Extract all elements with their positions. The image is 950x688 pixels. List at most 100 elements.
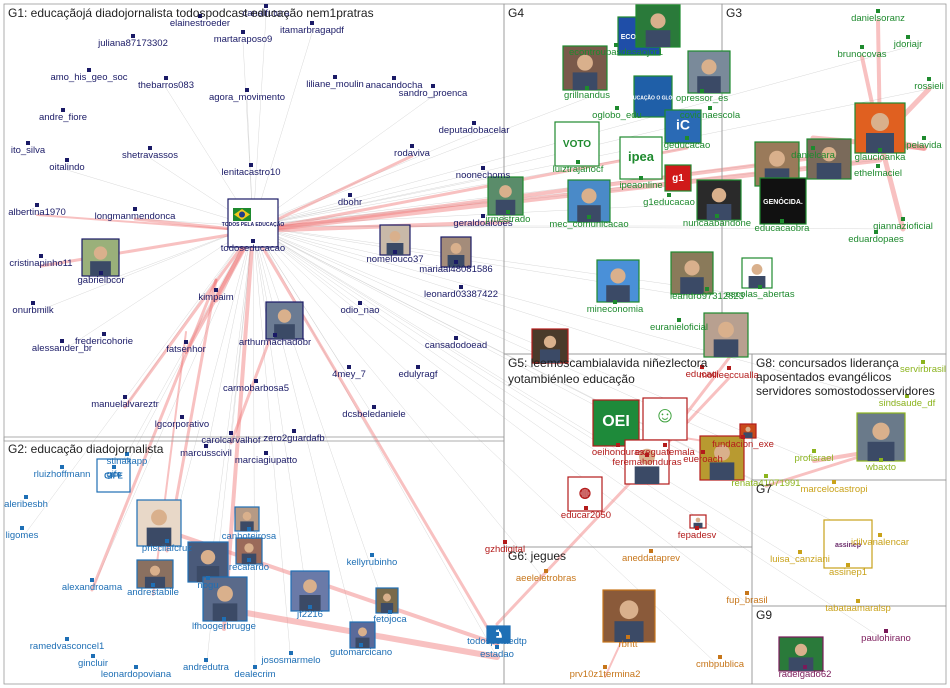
node-kimpaim[interactable]: kimpaim bbox=[198, 288, 234, 303]
node-fredericohorie[interactable]: fredericohorie bbox=[75, 332, 133, 347]
node-longmanmendonca[interactable]: longmanmendonca bbox=[95, 207, 177, 222]
node-marcelocastropi[interactable]: marcelocastropi bbox=[800, 480, 868, 495]
node-luisa-canziani[interactable]: luisa_canziani bbox=[770, 550, 830, 565]
node-aleribesbh[interactable]: aleribesbh bbox=[4, 495, 48, 510]
node-itamarbragapdf[interactable]: itamarbragapdf bbox=[280, 21, 344, 36]
node-juliana87173302[interactable]: juliana87173302 bbox=[97, 34, 168, 49]
node-wbaxto[interactable]: wbaxto bbox=[865, 458, 896, 473]
node-priscilafcruz[interactable]: priscilafcruz bbox=[142, 539, 192, 554]
node-assinep1[interactable]: assinep1 bbox=[829, 563, 867, 578]
node-marciagiupatto[interactable]: marciagiupatto bbox=[235, 451, 297, 466]
node-liliane-moulin[interactable]: liliane_moulin bbox=[306, 75, 364, 90]
node-g1educacao[interactable]: g1educacao bbox=[643, 193, 695, 208]
node-fundacion-exe[interactable]: fundacion_exe bbox=[712, 435, 774, 450]
node-agora-movimento[interactable]: agora_movimento bbox=[209, 88, 285, 103]
node-4mey-7[interactable]: 4mey_7 bbox=[332, 365, 366, 380]
node-mec-comunicacao[interactable]: mec_comunicacao bbox=[549, 215, 629, 230]
node-gabrielbcor[interactable]: gabrielbcor bbox=[78, 271, 125, 286]
node-sandro-proenca[interactable]: sandro_proenca bbox=[399, 84, 468, 99]
node-radelgado62[interactable]: radelgado62 bbox=[779, 665, 832, 680]
node-thebarros083[interactable]: thebarros083 bbox=[138, 76, 194, 91]
node-cmbpublica[interactable]: cmbpublica bbox=[696, 655, 745, 670]
node-manuelalvareztr[interactable]: manuelalvareztr bbox=[91, 395, 159, 410]
node-mollieeccualla[interactable]: mollieeccualla bbox=[699, 366, 760, 381]
node-mariaal48081586[interactable]: mariaal48081586 bbox=[419, 260, 493, 275]
node-stinakapp[interactable]: stinakapp bbox=[107, 452, 148, 467]
node-marcusscivil[interactable]: marcusscivil bbox=[180, 444, 232, 459]
node-aneddataprev[interactable]: aneddataprev bbox=[622, 549, 680, 564]
node-onurbmilk[interactable]: onurbmilk bbox=[12, 301, 54, 316]
node-eueroach[interactable]: eueroach bbox=[683, 450, 723, 465]
node-anacandocha[interactable]: anacandocha bbox=[365, 76, 423, 91]
node-noonechoms[interactable]: noonechoms bbox=[456, 166, 511, 181]
node-gincluir[interactable]: gincluir bbox=[78, 654, 108, 669]
node-profisrael[interactable]: profisrael bbox=[794, 449, 834, 464]
node-fatsenhor[interactable]: fatsenhor bbox=[166, 340, 206, 355]
node-oglobo-edu[interactable]: oglobo_edu bbox=[592, 106, 642, 121]
node-leandro97312823[interactable]: leandro97312823 bbox=[670, 287, 744, 302]
node-nuncaabandone[interactable]: nuncaabandone bbox=[683, 214, 751, 229]
node-euranieloficial[interactable]: euranieloficial bbox=[650, 318, 708, 333]
node-exeguatemala[interactable]: exeguatemala bbox=[635, 443, 696, 458]
node-grillnandus[interactable]: grillnandus bbox=[564, 86, 610, 101]
node-recafardo[interactable]: recafardo bbox=[229, 558, 269, 573]
node-renata41071991[interactable]: renata41071991 bbox=[731, 474, 801, 489]
node-jdoriajr[interactable]: jdoriajr bbox=[893, 35, 923, 50]
node-covidnaescola[interactable]: covidnaescola bbox=[680, 106, 741, 121]
node-brunocovas[interactable]: brunocovas bbox=[837, 45, 887, 60]
node-educacaobra[interactable]: educacaobra bbox=[755, 219, 811, 234]
node-nomelouco37[interactable]: nomelouco37 bbox=[366, 250, 424, 265]
node-paulohirano[interactable]: paulohirano bbox=[861, 629, 911, 644]
node-prv10z1termina2[interactable]: prv10z1termina2 bbox=[570, 665, 641, 680]
node-shetravassos[interactable]: shetravassos bbox=[122, 146, 178, 161]
node-kellyrubinho[interactable]: kellyrubinho bbox=[347, 553, 398, 568]
node-feremahonduras[interactable]: feremahonduras bbox=[612, 453, 682, 468]
node-geraldoalcoes[interactable]: geraldoalcoes bbox=[453, 214, 513, 229]
node-lenitacastro10[interactable]: lenitacastro10 bbox=[221, 163, 281, 178]
node-aeeleletrobras[interactable]: aeeleletrobras bbox=[516, 569, 576, 584]
node-fepadesv[interactable]: fepadesv bbox=[678, 526, 717, 541]
node-todospelaedtp[interactable]: todospelaedtp bbox=[467, 632, 527, 647]
node-opressor-es[interactable]: opressor_es bbox=[676, 89, 729, 104]
node-oeihonduras[interactable]: oeihonduras bbox=[592, 443, 645, 458]
node-eduardopaes[interactable]: eduardopaes bbox=[848, 230, 904, 245]
node-econtroupasdesaojor1[interactable]: econtroupasdesaojor1 bbox=[569, 43, 663, 58]
node-rluizhoffmann[interactable]: rluizhoffmann bbox=[34, 465, 91, 480]
node-estadao[interactable]: estadao bbox=[480, 645, 514, 660]
node-arthurmachadobr[interactable]: arthurmachadobr bbox=[239, 333, 311, 348]
node-luiztrajanocf[interactable]: luiztrajanocf bbox=[553, 160, 604, 175]
node-ligomes[interactable]: ligomes bbox=[6, 526, 39, 541]
node-lgcorporativo[interactable]: lgcorporativo bbox=[155, 415, 209, 430]
node-cansadodoead[interactable]: cansadodoead bbox=[425, 336, 487, 351]
node-rossieli[interactable]: rossieli bbox=[914, 77, 944, 92]
node-alexandroama[interactable]: alexandroama bbox=[62, 578, 123, 593]
node-andre-fiore[interactable]: andre_fiore bbox=[39, 108, 87, 123]
node-martaraposo9[interactable]: martaraposo9 bbox=[214, 30, 273, 45]
node-ramedvasconcel1[interactable]: ramedvasconcel1 bbox=[30, 637, 104, 652]
node-zero2guardafb[interactable]: zero2guardafb bbox=[263, 429, 325, 444]
node-andrestabile[interactable]: andrestabile bbox=[127, 583, 179, 598]
node-andredutra[interactable]: andredutra bbox=[183, 658, 230, 673]
node-pelavida[interactable]: pelavida bbox=[906, 136, 942, 151]
node-fup-brasil[interactable]: fup_brasil bbox=[726, 591, 768, 606]
node-escolas-abertas[interactable]: escolas_abertas bbox=[725, 285, 795, 300]
node-oitalindo[interactable]: oitalindo bbox=[49, 158, 85, 173]
node-dcsbeledaniele[interactable]: dcsbeledaniele bbox=[342, 405, 406, 420]
node-ipeaonline[interactable]: ipeaonline bbox=[619, 176, 663, 191]
node-cristinapinho11[interactable]: cristinapinho11 bbox=[9, 254, 73, 269]
node-alessander-br[interactable]: alessander_br bbox=[32, 339, 92, 354]
node-fetojoca[interactable]: fetojoca bbox=[373, 610, 407, 625]
node-leonardopoviana[interactable]: leonardopoviana bbox=[101, 665, 172, 680]
node-gife[interactable]: gife bbox=[106, 465, 122, 480]
node-danielsoranz[interactable]: danielsoranz bbox=[851, 9, 905, 24]
node-albertina1970[interactable]: albertina1970 bbox=[8, 203, 66, 218]
node-deputadobacelar[interactable]: deputadobacelar bbox=[439, 121, 510, 136]
node-elainestroeder[interactable]: elainestroeder bbox=[170, 14, 230, 29]
node-mineconomia[interactable]: mineconomia bbox=[587, 300, 644, 315]
node-danielcara[interactable]: danielcara bbox=[791, 146, 836, 161]
node-rbntt[interactable]: rbntt bbox=[618, 635, 638, 650]
node-jf2216[interactable]: jf2216 bbox=[296, 605, 323, 620]
node-jrmestrado[interactable]: jrmestrado bbox=[485, 210, 531, 225]
node-sindsaude-df[interactable]: sindsaude_df bbox=[879, 394, 936, 409]
node-carmobarbosa5[interactable]: carmobarbosa5 bbox=[223, 379, 289, 394]
